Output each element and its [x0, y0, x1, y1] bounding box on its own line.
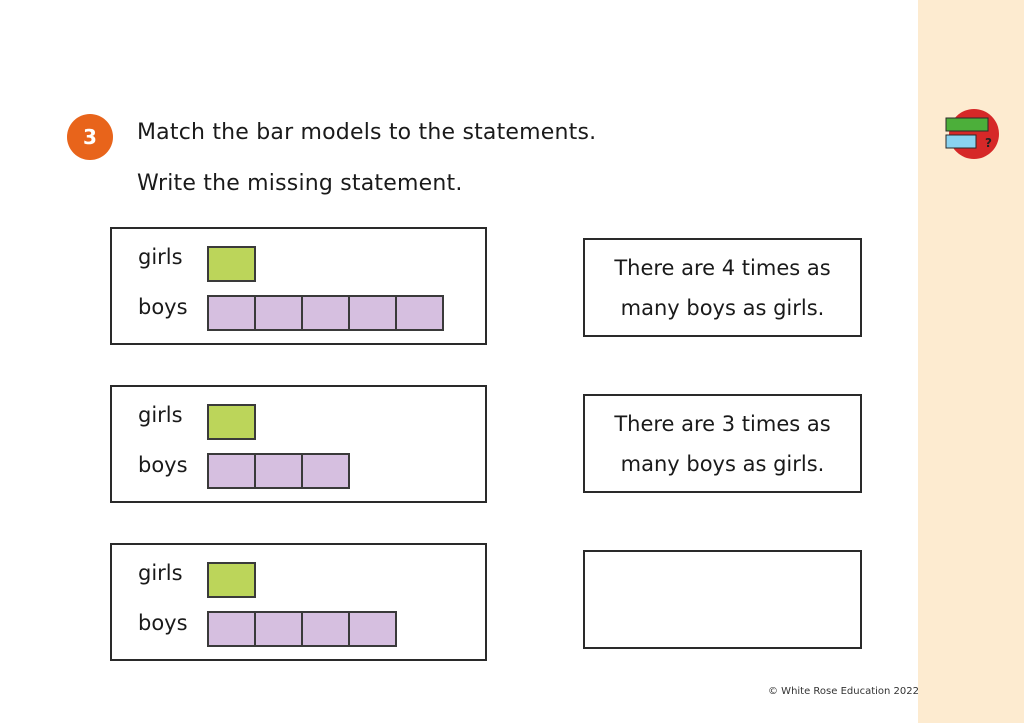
- girls-bar: [207, 562, 256, 598]
- boys-bar: [207, 295, 444, 331]
- bar-model-3[interactable]: girls boys: [110, 543, 487, 661]
- instruction-write: Write the missing statement.: [137, 171, 463, 196]
- boys-bar: [207, 453, 350, 489]
- statement-line: many boys as girls.: [620, 451, 825, 476]
- bar-model-icon: ?: [945, 109, 999, 159]
- girls-bar-cell: [207, 246, 256, 282]
- boys-bar-cell: [207, 295, 256, 331]
- boys-bar-cell: [301, 611, 350, 647]
- girls-bar-cell: [207, 404, 256, 440]
- question-number-badge: 3: [67, 114, 113, 160]
- svg-text:?: ?: [985, 136, 992, 150]
- statement-line: many boys as girls.: [620, 295, 825, 320]
- boys-bar-cell: [207, 453, 256, 489]
- statement-box-2[interactable]: There are 3 times as many boys as girls.: [583, 394, 862, 493]
- statement-box-1[interactable]: There are 4 times as many boys as girls.: [583, 238, 862, 337]
- girls-label: girls: [138, 403, 183, 427]
- statement-line: There are 4 times as: [614, 255, 831, 280]
- boys-bar-cell: [301, 453, 350, 489]
- boys-bar-cell: [254, 453, 303, 489]
- boys-bar-cell: [348, 295, 397, 331]
- instruction-match: Match the bar models to the statements.: [137, 120, 597, 145]
- boys-bar-cell: [301, 295, 350, 331]
- girls-bar-cell: [207, 562, 256, 598]
- boys-bar-cell: [207, 611, 256, 647]
- boys-bar-cell: [254, 611, 303, 647]
- boys-label: boys: [138, 611, 188, 635]
- boys-bar-cell: [395, 295, 444, 331]
- boys-label: boys: [138, 295, 188, 319]
- boys-bar-cell: [254, 295, 303, 331]
- girls-bar: [207, 246, 256, 282]
- girls-bar: [207, 404, 256, 440]
- girls-label: girls: [138, 561, 183, 585]
- statement-line: There are 3 times as: [614, 411, 831, 436]
- boys-label: boys: [138, 453, 188, 477]
- statement-box-empty[interactable]: [583, 550, 862, 649]
- bar-model-2[interactable]: girls boys: [110, 385, 487, 503]
- girls-label: girls: [138, 245, 183, 269]
- boys-bar-cell: [348, 611, 397, 647]
- copyright-footer: © White Rose Education 2022: [768, 686, 920, 697]
- boys-bar: [207, 611, 397, 647]
- bar-model-1[interactable]: girls boys: [110, 227, 487, 345]
